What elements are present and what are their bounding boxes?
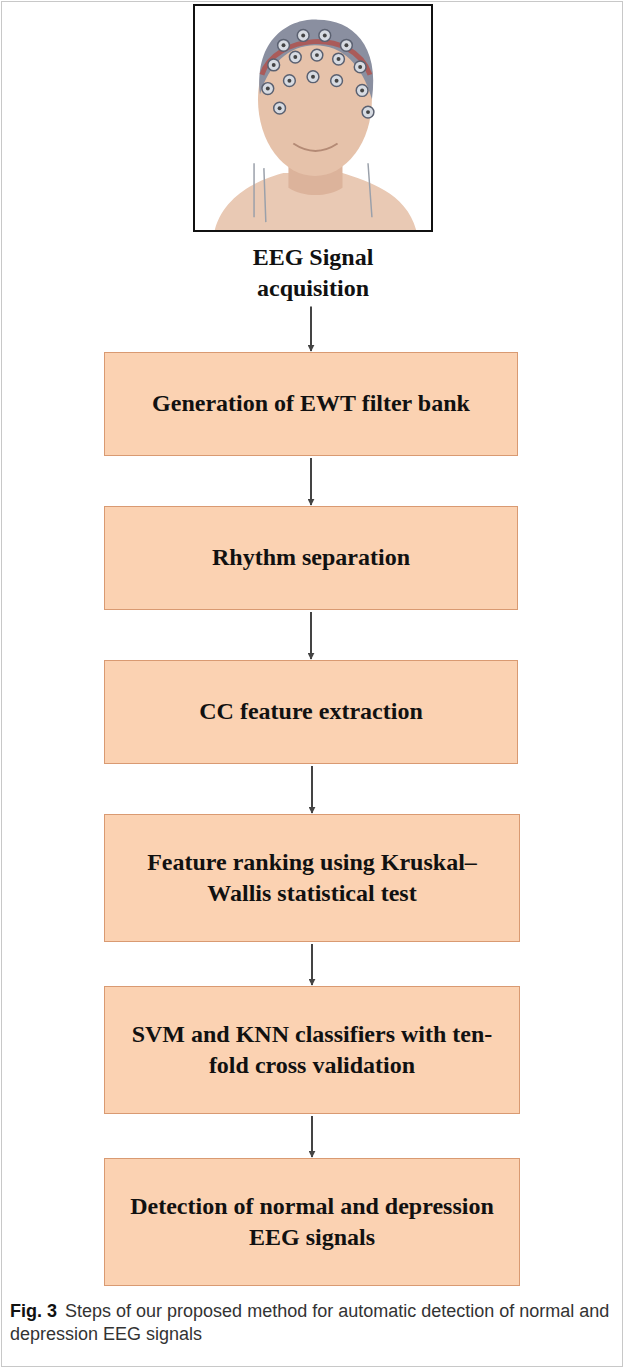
head-picture <box>193 4 433 232</box>
process-box: Detection of normal and depression EEG s… <box>104 1158 520 1286</box>
flow-arrow <box>310 458 312 505</box>
acquisition-figure: EEG Signal acquisition <box>193 4 433 304</box>
process-box: Feature ranking using Kruskal–Wallis sta… <box>104 814 520 942</box>
process-box: SVM and KNN classifiers with ten-fold cr… <box>104 986 520 1114</box>
flow-arrow <box>310 306 312 351</box>
flow-arrow <box>310 612 312 659</box>
eeg-head-illustration <box>195 6 431 230</box>
flow-arrow <box>311 766 313 813</box>
flow-arrow <box>311 944 313 985</box>
process-box: CC feature extraction <box>104 660 518 764</box>
step-text: Feature ranking using Kruskal–Wallis sta… <box>123 847 501 909</box>
figure-label: EEG Signal acquisition <box>228 242 398 304</box>
caption-text: Steps of our proposed method for automat… <box>10 1301 609 1344</box>
figure-number: Fig. 3 <box>10 1301 57 1321</box>
figure-caption: Fig. 3Steps of our proposed method for a… <box>10 1300 610 1347</box>
flow-arrow <box>311 1116 313 1157</box>
step-text: Generation of EWT filter bank <box>152 388 470 419</box>
process-box: Generation of EWT filter bank <box>104 352 518 456</box>
step-text: CC feature extraction <box>199 696 422 727</box>
step-text: Detection of normal and depression EEG s… <box>123 1191 501 1253</box>
process-box: Rhythm separation <box>104 506 518 610</box>
step-text: Rhythm separation <box>212 542 410 573</box>
step-text: SVM and KNN classifiers with ten-fold cr… <box>123 1019 501 1081</box>
